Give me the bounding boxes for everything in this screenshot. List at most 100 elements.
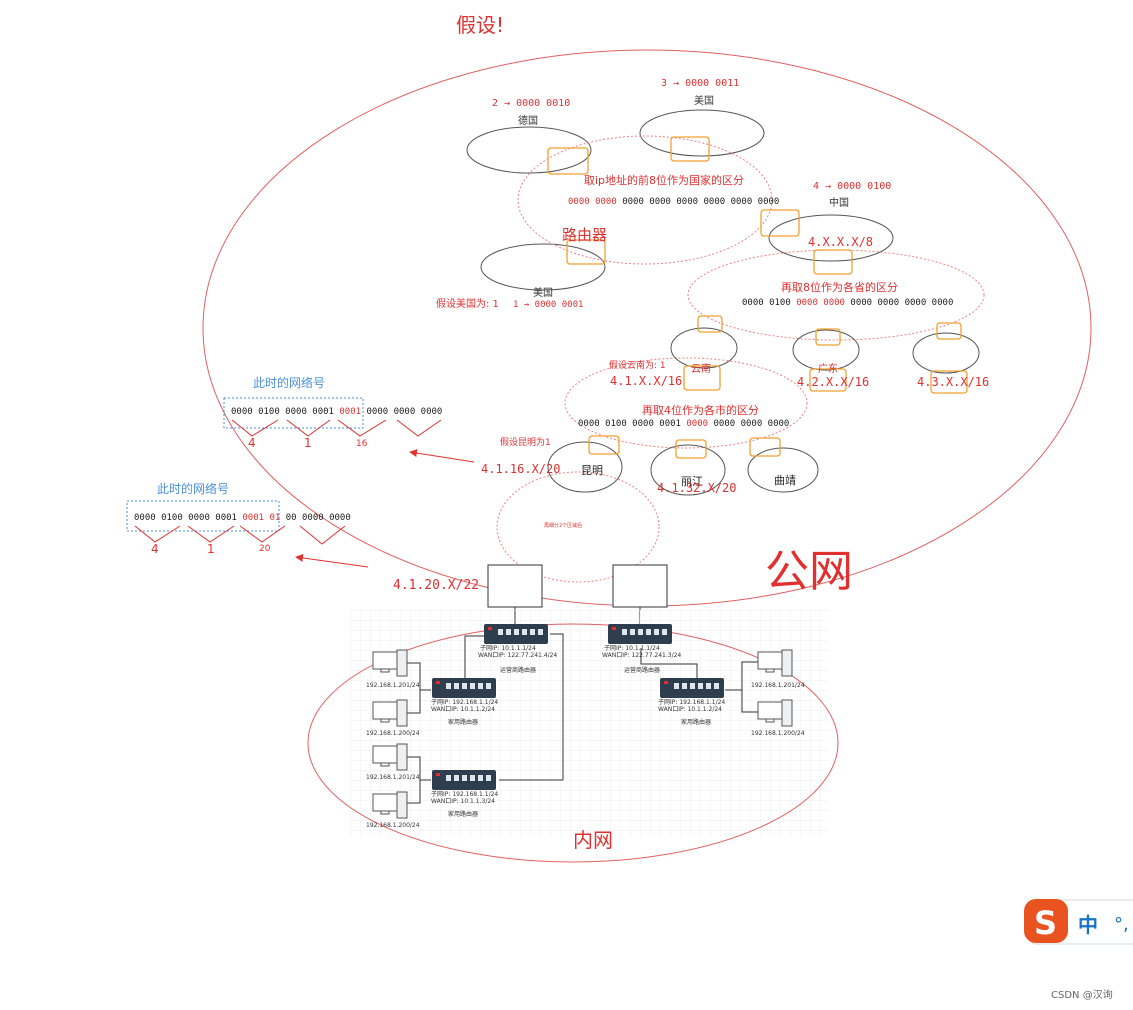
svg-text:家用路由器: 家用路由器 (448, 810, 478, 818)
qujing-node (747, 447, 819, 493)
guangdong-label: 广东 (818, 362, 838, 375)
router-label: 路由器 (562, 226, 607, 244)
ime-mode[interactable]: 中 (1078, 913, 1098, 937)
svg-text:WAN口IP: 10.1.1.3/24: WAN口IP: 10.1.1.3/24 (431, 798, 495, 805)
usa-node-top (639, 109, 765, 157)
kunming-node (547, 441, 623, 493)
germany-node (466, 126, 592, 174)
lan-links (405, 633, 758, 804)
germany-label: 德国 (518, 114, 538, 127)
kunming-assume: 假设昆明为1 (500, 436, 551, 448)
ime-punct[interactable]: °, (1114, 914, 1129, 935)
brace-2c (239, 525, 286, 543)
router-zone (517, 135, 773, 265)
svg-text:192.168.1.200/24: 192.168.1.200/24 (366, 730, 420, 737)
network-no-2-bits: 0000 0100 0000 0001 0001 01 00 0000 0000 (134, 513, 351, 523)
city-split-bits: 0000 0100 0000 0001 0000 0000 0000 0000 (578, 419, 789, 429)
gateway-box-right (612, 564, 668, 608)
svg-text:192.168.1.200/24: 192.168.1.200/24 (751, 730, 805, 737)
pc-icons (372, 649, 793, 819)
arrow-1 (409, 449, 475, 463)
sogou-s-icon: S (1034, 904, 1057, 942)
usa-left-code: 1 → 0000 0001 (513, 300, 583, 310)
qujing-label: 曲靖 (774, 474, 796, 487)
svg-text:子网IP: 10.1.1.1/24: 子网IP: 10.1.1.1/24 (604, 645, 660, 652)
public-net-label: 公网 (765, 546, 853, 597)
network-no-2-label: 此时的网络号 (157, 481, 229, 496)
lijiang-prefix: 4.1.32.X/20 (657, 481, 736, 495)
network-no-1-bits: 0000 0100 0000 0001 0001 0000 0000 0000 (231, 407, 442, 417)
kunming-prefix: 4.1.16.X/20 (481, 462, 560, 476)
brace-2a (134, 525, 181, 543)
kunming-subzone (496, 471, 660, 583)
yunnan-node (670, 327, 738, 369)
brace-1c (337, 419, 387, 437)
network-no-2-box (126, 500, 280, 532)
china-prefix: 4.X.X.X/8 (808, 235, 873, 249)
network-no-2-prefix: 4.1.20.X/22 (393, 578, 479, 593)
network-no-1-label: 此时的网络号 (253, 375, 325, 390)
yunnan-assume: 假设云南为: 1 (609, 359, 666, 371)
svg-text:WAN口IP: 122.77.241.4/24: WAN口IP: 122.77.241.4/24 (478, 652, 557, 659)
country-split-desc: 取ip地址的前8位作为国家的区分 (584, 173, 744, 187)
guangdong-prefix: 4.2.X.X/16 (797, 375, 869, 389)
svg-text:192.168.1.201/24: 192.168.1.201/24 (751, 682, 805, 689)
network-no-1-box (223, 397, 364, 429)
usa-left-label: 美国 (533, 286, 553, 299)
router-boxes (547, 136, 968, 459)
intranet-label: 内网 (573, 828, 613, 852)
city-zone (564, 357, 808, 449)
usa-top-label: 美国 (694, 94, 714, 107)
brace-2b (187, 525, 235, 543)
brace-2d (299, 525, 346, 545)
network-no-2-n3: 20 (259, 544, 271, 554)
province-split-desc: 再取8位作为各省的区分 (781, 280, 898, 294)
network-no-1-n3: 16 (356, 439, 368, 449)
svg-text:WAN口IP: 10.1.1.2/24: WAN口IP: 10.1.1.2/24 (658, 706, 722, 713)
guangdong-node (792, 329, 860, 371)
kunming-sub-desc: 再细分2个区域后 (544, 522, 582, 529)
svg-text:家用路由器: 家用路由器 (448, 718, 478, 726)
usa-left-assume: 假设美国为: 1 (436, 297, 499, 310)
svg-text:192.168.1.200/24: 192.168.1.200/24 (366, 822, 420, 829)
page-title: 假设! (456, 13, 504, 37)
network-no-2-n2: 1 (207, 542, 215, 556)
ime-widget[interactable]: S 中 °, (1024, 899, 1133, 945)
city-split-desc: 再取4位作为各市的区分 (642, 403, 759, 417)
china-code: 4 → 0000 0100 (813, 181, 891, 192)
brace-1b (286, 419, 331, 437)
province3-prefix: 4.3.X.X/16 (917, 375, 989, 389)
svg-text:子网IP: 192.168.1.1/24: 子网IP: 192.168.1.1/24 (431, 791, 498, 798)
usa-top-code: 3 → 0000 0011 (661, 78, 739, 89)
svg-text:WAN口IP: 122.77.241.3/24: WAN口IP: 122.77.241.3/24 (602, 652, 681, 659)
svg-text:运营商路由器: 运营商路由器 (624, 666, 660, 674)
country-split-bits: 0000 0000 0000 0000 0000 0000 0000 0000 (568, 197, 779, 207)
svg-text:192.168.1.201/24: 192.168.1.201/24 (366, 682, 420, 689)
svg-text:子网IP: 192.168.1.1/24: 子网IP: 192.168.1.1/24 (658, 699, 725, 706)
sogou-logo-icon[interactable] (1024, 899, 1068, 943)
brace-1a (231, 419, 279, 437)
kunming-label: 昆明 (581, 464, 603, 477)
router-icons (432, 624, 724, 790)
germany-code: 2 → 0000 0010 (492, 98, 570, 109)
network-no-1-n2: 1 (304, 436, 312, 450)
router-captions: 子网IP: 10.1.1.1/24 WAN口IP: 122.77.241.4/2… (431, 645, 725, 818)
yunnan-label: 云南 (691, 362, 711, 375)
lijiang-label: 丽江 (681, 475, 703, 488)
svg-text:运营商路由器: 运营商路由器 (500, 666, 536, 674)
brace-1d (396, 419, 442, 437)
yunnan-prefix: 4.1.X.X/16 (610, 374, 682, 388)
usa-node-left (480, 243, 606, 291)
pc-captions: 192.168.1.201/24 192.168.1.200/24 192.16… (366, 682, 805, 829)
gateway-box-left (487, 564, 543, 608)
svg-text:子网IP: 192.168.1.1/24: 子网IP: 192.168.1.1/24 (431, 699, 498, 706)
province-split-bits: 0000 0100 0000 0000 0000 0000 0000 0000 (742, 298, 953, 308)
svg-text:子网IP: 10.1.1.1/24: 子网IP: 10.1.1.1/24 (480, 645, 536, 652)
china-label: 中国 (829, 196, 849, 209)
svg-text:家用路由器: 家用路由器 (681, 718, 711, 726)
province3-node (912, 332, 980, 374)
china-node (768, 214, 894, 262)
network-no-1-n1: 4 (248, 436, 256, 450)
svg-text:192.168.1.201/24: 192.168.1.201/24 (366, 774, 420, 781)
